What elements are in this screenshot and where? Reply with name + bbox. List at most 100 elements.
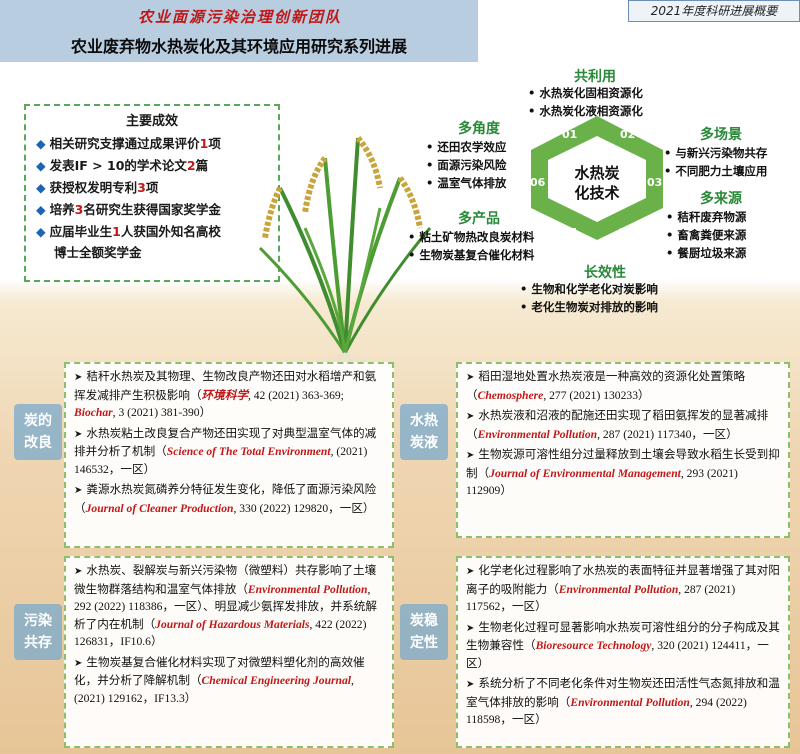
page-title: 农业废弃物水热炭化及其环境应用研究系列进展 <box>70 37 407 56</box>
arrow-bullet-icon: ➤ <box>466 450 475 461</box>
cat-item: 温室气体排放 <box>437 176 507 190</box>
research-text: , (2021) 146532，一区） <box>74 445 368 476</box>
center-label-line1: 水热炭 <box>574 164 619 182</box>
journal-citation: Environmental Pollution <box>247 582 368 596</box>
cat-multi-product-list: •粘土矿物热改良炭材料 •生物炭基复合催化材料 <box>408 230 535 262</box>
research-item: ➤水热炭粘土改良复合产物还田实现了对典型温室气体的减排并分析了机制（Scienc… <box>74 425 384 479</box>
achievement-text: 名研究生获得国家奖学金 <box>83 202 221 217</box>
research-item: ➤水热炭液和沼液的配施还田实现了稻田氨挥发的显著减排（Environmental… <box>466 407 780 443</box>
achievement-text: 发表IF > 10的学术论文 <box>49 158 187 173</box>
panel-list: ➤化学老化过程影响了水热炭的表面特征并显著增强了其对阳离子的吸附能力（Envir… <box>466 562 780 729</box>
rice-plant-illustration <box>258 136 432 372</box>
cat-multi-scene-title: 多场景 <box>700 127 742 143</box>
panel-hydro-liquid: ➤稻田湿地处置水热炭液是一种高效的资源化处置策略（Chemosphere, 27… <box>456 362 790 538</box>
research-text: 秸秆水热炭及其物理、生物改良产物还田对水稻增产和氨挥发减排产生积极影响（ <box>74 369 377 402</box>
journal-citation: Environmental Pollution <box>570 695 690 709</box>
research-text: 系统分析了不同老化条件对生物炭还田活性气态氮排放和温室气体排放的影响（ <box>466 676 780 709</box>
year-tag: 2021年度科研进展概要 <box>628 0 800 22</box>
cat-co-use-list: •水热炭化固相资源化 •水热炭化液相资源化 <box>528 86 643 118</box>
hexagon-diagram: 01 02 03 04 05 06 水热炭 化技术 <box>530 116 663 240</box>
tag-pollution: 污染 共存 <box>14 604 62 660</box>
journal-citation: Chemosphere <box>477 388 544 402</box>
achievement-text: 项 <box>208 136 221 151</box>
cat-multi-source-title: 多来源 <box>700 191 742 207</box>
diamond-bullet-icon: ◆ <box>36 202 46 217</box>
achievement-last-line: 博士全额奖学金 <box>54 245 142 260</box>
diamond-bullet-icon: ◆ <box>36 180 46 195</box>
research-item: ➤稻田湿地处置水热炭液是一种高效的资源化处置策略（Chemosphere, 27… <box>466 368 780 404</box>
tag-line: 污染 <box>24 613 52 629</box>
research-item: ➤化学老化过程影响了水热炭的表面特征并显著增强了其对阳离子的吸附能力（Envir… <box>466 562 780 616</box>
cat-long-term-title: 长效性 <box>584 265 626 281</box>
achievement-text: 篇 <box>195 158 209 173</box>
research-text: , 422 (2022) 126831，IF10.6） <box>74 617 367 649</box>
panel-list: ➤稻田湿地处置水热炭液是一种高效的资源化处置策略（Chemosphere, 27… <box>466 368 780 500</box>
center-label-line2: 化技术 <box>574 184 619 202</box>
research-item: ➤生物老化过程可显著影响水热炭可溶性组分的分子构成及其生物兼容性（Bioreso… <box>466 619 780 673</box>
team-name: 农业面源污染治理创新团队 <box>137 8 342 26</box>
panel-char-improve: ➤ 秸秆水热炭及其物理、生物改良产物还田对水稻增产和氨挥发减排产生积极影响（环境科… <box>64 362 394 548</box>
cat-co-use-title: 共利用 <box>574 69 616 85</box>
tag-line: 炭液 <box>410 435 438 451</box>
research-item: ➤秸秆水热炭及其物理、生物改良产物还田对水稻增产和氨挥发减排产生积极影响（环境科… <box>74 368 384 422</box>
achievements-box: 主要成效 ◆相关研究支撑通过成果评价1项◆发表IF > 10的学术论文2篇◆获授… <box>24 104 280 282</box>
achievements-title: 主要成效 <box>125 114 178 129</box>
research-text: , 320 (2021) 124411，一区） <box>466 639 769 670</box>
achievement-item: ◆应届毕业生1人获国外知名高校 <box>36 221 268 243</box>
cat-multi-angle-list: •还田农学效应 •面源污染风险 •温室气体排放 <box>426 140 507 190</box>
research-text: 水热炭液和沼液的配施还田实现了稻田氨挥发的显著减排（ <box>466 408 769 441</box>
diamond-bullet-icon: ◆ <box>36 224 46 239</box>
journal-citation: 环境科学 <box>201 388 248 402</box>
diamond-bullet-icon: ◆ <box>36 136 46 151</box>
tag-char-improve: 炭的 改良 <box>14 404 62 460</box>
diamond-bullet-icon: ◆ <box>36 158 46 173</box>
tag-hydro-liquid: 水热 炭液 <box>400 404 448 460</box>
achievement-text: 培养 <box>49 202 75 217</box>
journal-citation: Environmental Pollution <box>477 427 598 441</box>
arrow-bullet-icon: ➤ <box>466 679 475 690</box>
panel-list: ➤ 秸秆水热炭及其物理、生物改良产物还田对水稻增产和氨挥发减排产生积极影响（环境科… <box>74 368 384 517</box>
achievements-list: ◆相关研究支撑通过成果评价1项◆发表IF > 10的学术论文2篇◆获授权发明专利… <box>36 133 268 243</box>
achievement-item: ◆相关研究支撑通过成果评价1项 <box>36 133 268 155</box>
achievement-count: 1 <box>112 224 121 239</box>
research-item: ➤粪源水热炭氮磷养分特征发生变化，降低了面源污染风险（Journal of Cl… <box>74 481 384 517</box>
research-text: 生物老化过程可显著影响水热炭可溶性组分的分子构成及其生物兼容性（ <box>466 619 780 653</box>
research-text: 化学老化过程影响了水热炭的表面特征并显著增强了其对阳离子的吸附能力（ <box>466 563 780 596</box>
tag-line: 水热 <box>410 413 438 429</box>
achievement-count: 3 <box>137 180 146 195</box>
achievement-count: 3 <box>74 202 84 217</box>
segment-label: 06 <box>530 176 546 189</box>
cat-item: 生物和化学老化对炭影响 <box>531 282 658 296</box>
journal-citation: Environmental Pollution <box>558 582 679 596</box>
panel-pollution: ➤水热炭、裂解炭与新兴污染物（微塑料）共存影响了土壤微生物群落结构和温室气体排放… <box>64 556 394 748</box>
arrow-bullet-icon: ➤ <box>74 657 83 669</box>
research-text: 水热炭粘土改良复合产物还田实现了对典型温室气体的减排并分析了机制（ <box>74 425 377 459</box>
achievement-count: 2 <box>186 158 196 173</box>
achievement-item: ◆培养3名研究生获得国家奖学金 <box>36 199 268 221</box>
research-text: , 293 (2021) 112909） <box>466 466 738 498</box>
cat-item: 还田农学效应 <box>437 140 507 154</box>
achievement-text: 应届毕业生 <box>49 224 113 239</box>
journal-citation: Journal of Environmental Management <box>489 466 681 480</box>
research-text: 粪源水热炭氮磷养分特征发生变化，降低了面源污染风险（ <box>74 482 377 515</box>
achievement-item: ◆发表IF > 10的学术论文2篇 <box>36 155 268 177</box>
research-text: 生物炭源可溶性组分过量释放到土壤会导致水稻生长受到抑制（ <box>466 447 780 480</box>
tag-line: 定性 <box>410 635 438 651</box>
research-text: 稻田湿地处置水热炭液是一种高效的资源化处置策略（ <box>466 369 746 402</box>
research-text: , 294 (2022) 118598，一区） <box>466 695 747 727</box>
achievement-text: 人获国外知名高校 <box>120 224 221 239</box>
research-item: ➤系统分析了不同老化条件对生物炭还田活性气态氮排放和温室气体排放的影响（Envi… <box>466 675 780 729</box>
cat-item: 面源污染风险 <box>437 158 507 172</box>
arrow-bullet-icon: ➤ <box>74 566 83 577</box>
tag-line: 炭的 <box>24 413 52 429</box>
arrow-bullet-icon: ➤ <box>74 485 83 496</box>
achievement-text: 相关研究支撑通过成果评价 <box>49 136 200 151</box>
cat-item: 水热炭化固相资源化 <box>539 86 643 100</box>
journal-citation: Journal of Hazardous Materials <box>155 617 310 631</box>
journal-citation: Bioresource Technology <box>535 639 652 652</box>
cat-item: 生物炭基复合催化材料 <box>419 248 535 262</box>
cat-multi-scene-list: •与新兴污染物共存 •不同肥力土壤应用 <box>664 146 768 178</box>
cat-item: 水热炭化液相资源化 <box>539 104 643 118</box>
cat-item: 畜禽粪便来源 <box>677 228 747 242</box>
cat-item: 秸秆废弃物源 <box>677 210 747 224</box>
